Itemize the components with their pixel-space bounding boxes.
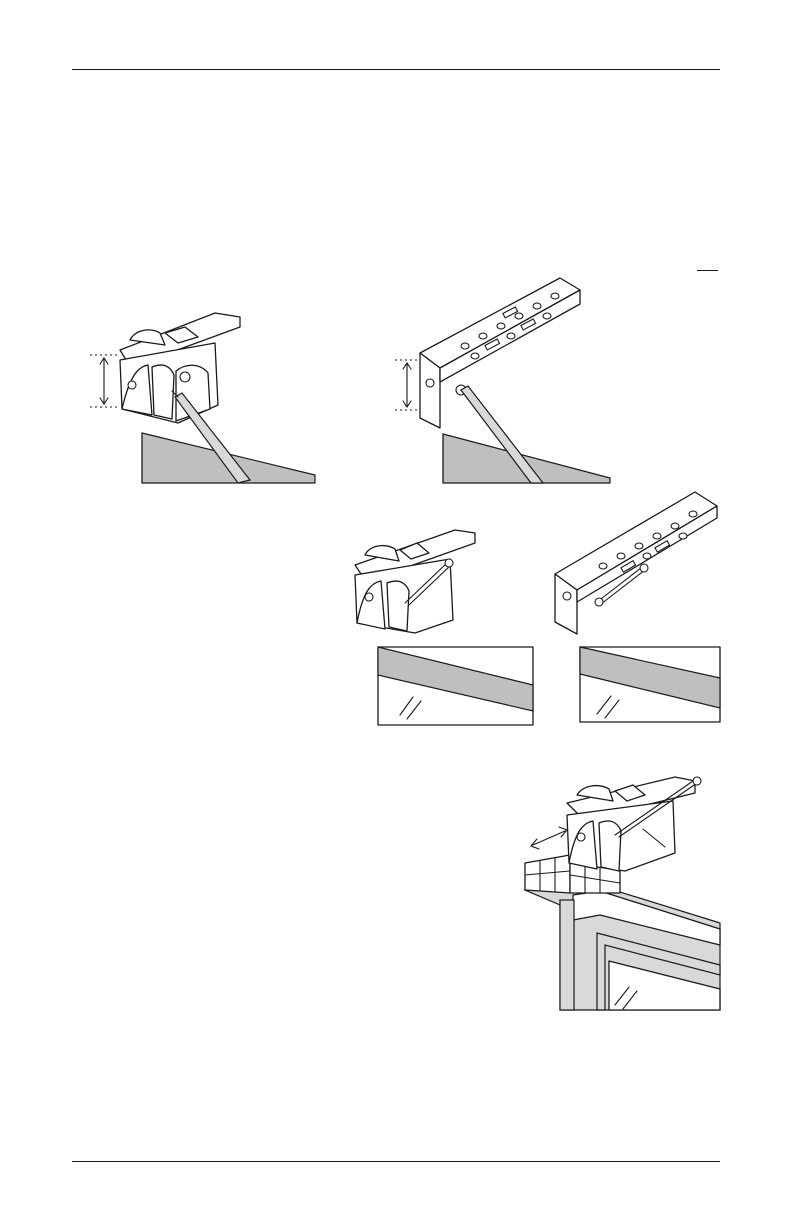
clip-bracket-icon: [90, 305, 325, 485]
header-rule: [72, 69, 720, 70]
figure-ceiling-mount: [525, 775, 720, 1010]
underline-mark: [697, 270, 718, 271]
angle-bracket-icon: [555, 492, 720, 722]
clip-bracket-icon: [345, 525, 535, 725]
figure-screw-clip-bracket: [345, 525, 535, 725]
figure-screw-angle-bracket: [555, 492, 720, 722]
depth-arrow-icon: [533, 831, 565, 845]
window-casing-icon: [525, 775, 720, 1010]
footer-rule: [72, 1161, 720, 1162]
figure-mark-angle-bracket: [395, 278, 595, 483]
angle-bracket-icon: [395, 278, 595, 483]
figure-mark-clip-bracket: [90, 305, 325, 485]
